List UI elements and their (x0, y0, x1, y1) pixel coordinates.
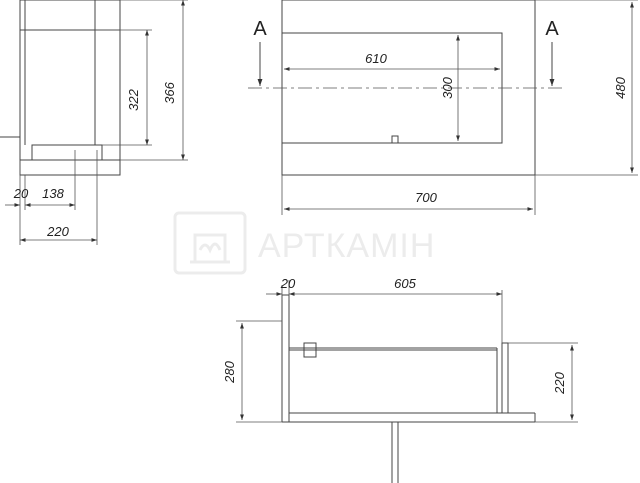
side-outer-box (19, 0, 121, 176)
section-label-right: A (545, 18, 559, 40)
side-view: 322 366 20 138 220 (0, 0, 188, 245)
watermark-text: АРТКАМІН (258, 227, 435, 265)
front-view: A A 610 300 480 700 (248, 0, 638, 215)
watermark: АРТКАМІН (173, 211, 435, 275)
dim-300-label: 300 (440, 76, 455, 98)
dim-220b-label: 220 (552, 371, 567, 394)
front-outer-frame (281, 0, 536, 176)
dim-605-label: 605 (394, 276, 416, 291)
section-rear-wall (501, 342, 509, 414)
dim-20-label: 20 (13, 186, 29, 201)
section-label-left: A (253, 18, 267, 40)
dim-20b-label: 20 (280, 276, 296, 291)
dim-366-label: 366 (162, 81, 177, 103)
side-burner-block (31, 144, 103, 161)
front-burner-handle (391, 135, 399, 144)
dim-480-label: 480 (613, 76, 628, 98)
section-burner-handle (303, 342, 317, 358)
dim-322-label: 322 (126, 88, 141, 110)
dim-280-label: 280 (222, 360, 237, 383)
dim-610-label: 610 (365, 51, 387, 66)
dim-138-label: 138 (42, 186, 64, 201)
fireplace-logo-icon (173, 211, 247, 275)
dim-220-label: 220 (46, 224, 69, 239)
section-view: 20 605 280 220 (222, 276, 578, 483)
dim-700-label: 700 (415, 190, 437, 205)
